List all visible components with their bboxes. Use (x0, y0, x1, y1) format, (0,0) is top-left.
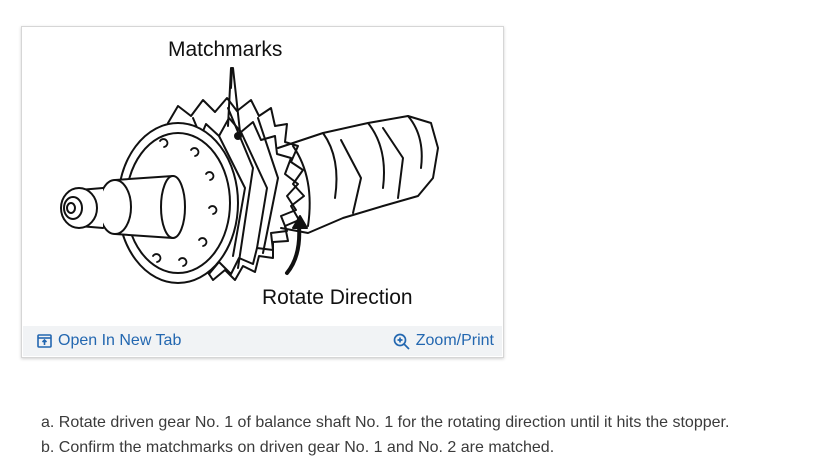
magnifier-plus-icon (393, 333, 410, 350)
shaft-end (60, 175, 186, 239)
figure-toolbar: Open In New Tab Zoom/Print (23, 326, 502, 356)
zoom-print-label: Zoom/Print (415, 332, 494, 349)
balance-shaft-gear-illustration: Matchmarks Rotate Direction (60, 38, 439, 309)
open-in-new-tab-icon (37, 334, 52, 348)
instruction-steps: a. Rotate driven gear No. 1 of balance s… (41, 410, 729, 460)
matchmarks-leader-line (227, 67, 241, 133)
rotate-direction-arrow (285, 224, 302, 275)
rotate-direction-label: Rotate Direction (262, 286, 413, 309)
open-in-new-tab-link[interactable]: Open In New Tab (37, 332, 181, 350)
matchmarks-label: Matchmarks (168, 38, 282, 61)
step-b: b. Confirm the matchmarks on driven gear… (41, 439, 555, 456)
shaft-lobes (277, 115, 439, 234)
step-a: a. Rotate driven gear No. 1 of balance s… (41, 414, 730, 431)
figure-card: Matchmarks Rotate Direction Open In New … (21, 26, 504, 358)
rotate-direction-arrowhead (292, 215, 308, 229)
open-in-new-tab-label: Open In New Tab (58, 332, 182, 349)
zoom-print-link[interactable]: Zoom/Print (393, 332, 494, 350)
matchmarks-leader-line (230, 67, 233, 89)
